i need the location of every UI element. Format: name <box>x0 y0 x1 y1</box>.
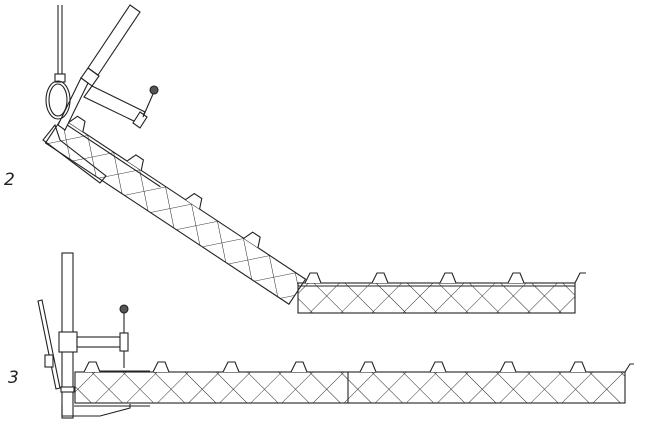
clamp-tool-stage-3 <box>37 252 150 419</box>
lower-horizontal-panels <box>74 361 634 404</box>
clamp-knob-icon <box>119 304 129 314</box>
stage-label-2: 2 <box>4 170 15 190</box>
clamp-tool-stage-2 <box>42 4 159 184</box>
clamp-knob-icon <box>149 85 159 95</box>
inclined-sandwich-panel <box>44 115 307 305</box>
stage-label-3: 3 <box>8 368 19 388</box>
upper-horizontal-panel <box>297 272 586 314</box>
